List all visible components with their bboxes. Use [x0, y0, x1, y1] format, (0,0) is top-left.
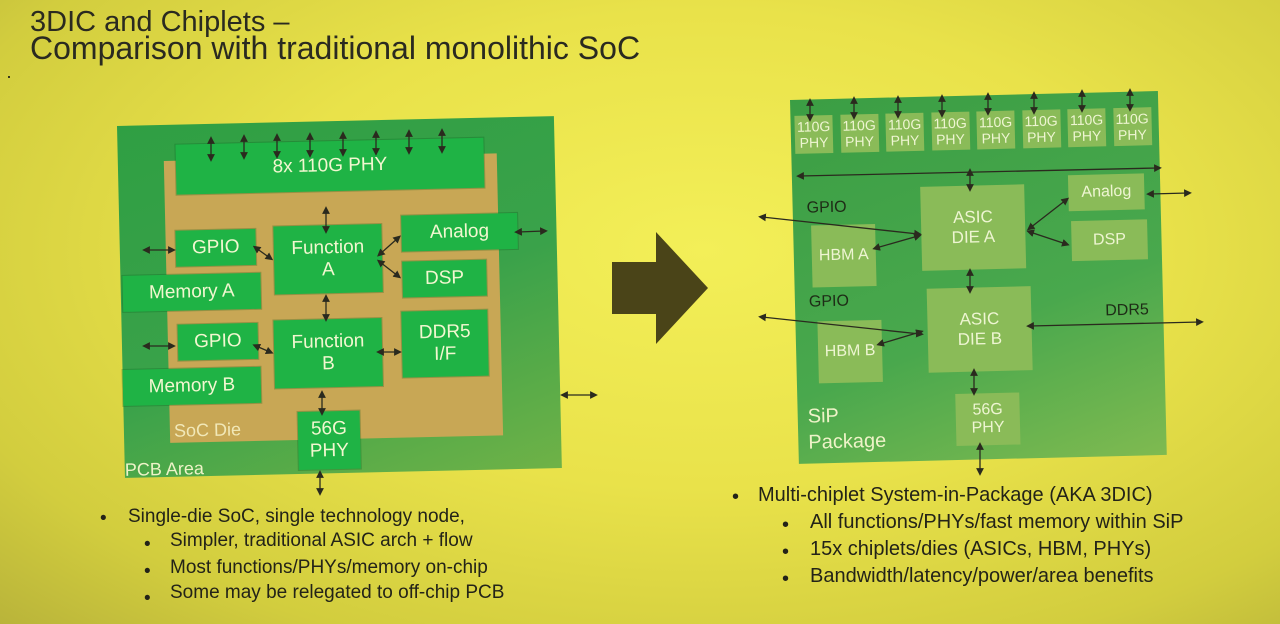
hbm-a-block: HBM A [811, 223, 877, 288]
memory-b-block: Memory B [122, 366, 262, 406]
analog-block-r: Analog [1067, 173, 1145, 212]
sub-dot-1: • [144, 534, 151, 555]
hbm-a-label: HBM A [818, 245, 869, 265]
phy-56g-label-r1: 56G [972, 400, 1003, 419]
phy-110g-label-top: 110G [1024, 112, 1058, 130]
sip-label-2: Package [808, 429, 887, 454]
phy-56g-block: 56G PHY [297, 410, 361, 470]
phy-110g-label-top: 110G [978, 113, 1013, 131]
bullet-dot: · [6, 66, 12, 86]
right-arrow-icon [612, 232, 708, 344]
function-b-label-1: Function [291, 330, 365, 354]
phy-8x110g-block: 8x 110G PHY [175, 137, 485, 195]
dsp-block: DSP [402, 259, 487, 298]
sub-dot-3: • [144, 588, 151, 609]
asic-die-b-label-2: DIE B [957, 328, 1003, 349]
analog-block: Analog [401, 212, 518, 252]
memory-a-label: Memory A [148, 280, 235, 304]
slide-title-line2: Comparison with traditional monolithic S… [30, 30, 641, 66]
right-bullet-main: Multi-chiplet System-in-Package (AKA 3DI… [758, 484, 1153, 506]
asic-die-a-label-1: ASIC [952, 207, 993, 228]
phy-110g-label-bottom: PHY [799, 134, 829, 151]
hbm-b-label: HBM B [824, 341, 876, 361]
left-bullet-sub-3: Some may be relegated to off-chip PCB [170, 582, 505, 603]
phy-110g-label-top: 110G [1069, 111, 1104, 129]
dsp-block-r: DSP [1071, 219, 1148, 262]
right-bullet-sub-2: 15x chiplets/dies (ASICs, HBM, PHYs) [810, 538, 1152, 560]
right-bullet-sub-1: All functions/PHYs/fast memory within Si… [810, 511, 1184, 533]
phy-110g-label-bottom: PHY [1072, 127, 1102, 145]
function-a-label-2: A [321, 259, 335, 281]
ddr5-if-label-1: DDR5 [418, 321, 471, 344]
phy-110g-label-top: 110G [887, 115, 922, 133]
pcb-area-label: PCB Area [124, 458, 205, 480]
phy-110g-label-bottom: PHY [1026, 128, 1057, 146]
sip-label-1: SiP [807, 404, 840, 428]
hbm-b-block: HBM B [817, 319, 883, 384]
asic-die-a-label-2: DIE A [951, 227, 996, 248]
function-b-label-2: B [321, 353, 336, 375]
pcb-area: 8x 110G PHY GPIO Memory A Function A Ana… [117, 116, 562, 480]
phy-110g-label-bottom: PHY [1117, 126, 1148, 143]
gpio-label-b: GPIO [808, 292, 850, 311]
analog-label-r: Analog [1081, 182, 1132, 201]
phy-110g-label-top: 110G [1115, 110, 1149, 127]
memory-a-block: Memory A [122, 272, 262, 312]
analog-label: Analog [429, 220, 490, 244]
slide-title-line1: 3DIC and Chiplets – [30, 6, 290, 38]
dsp-label: DSP [424, 267, 465, 290]
phy-56g-block-r: 56G PHY [955, 392, 1021, 447]
phy-56g-label-2: PHY [309, 439, 350, 462]
soc-die-label: SoC Die [173, 419, 242, 441]
function-a-label-1: Function [291, 236, 365, 260]
sub-dot-2: • [144, 561, 151, 582]
r-sub-dot-1: • [782, 514, 790, 536]
asic-die-b-label-1: ASIC [959, 309, 1000, 330]
gpio-label-a: GPIO [806, 198, 847, 217]
gpio-block-2: GPIO [177, 322, 259, 361]
gpio-label-1: GPIO [191, 236, 240, 259]
gpio-block-1: GPIO [175, 228, 257, 267]
asic-die-a-block: ASIC DIE A [920, 184, 1027, 271]
left-bullet-main: Single-die SoC, single technology node, [128, 506, 465, 527]
bullet-dot-right: • [732, 486, 740, 508]
left-bullet-sub-2: Most functions/PHYs/memory on-chip [170, 557, 488, 578]
ddr5-if-label-2: I/F [433, 343, 457, 365]
phy-110g-label-top: 110G [842, 116, 876, 134]
dsp-label-r: DSP [1092, 230, 1127, 249]
phy-56g-label-1: 56G [310, 418, 348, 440]
bullet-dot-left: • [100, 508, 107, 529]
phy-8x110g-label: 8x 110G PHY [272, 153, 388, 178]
function-b-block: Function B [273, 318, 383, 389]
phy-110g-label-bottom: PHY [935, 130, 966, 148]
phy-110g-label-top: 110G [933, 114, 967, 132]
r-sub-dot-3: • [782, 568, 790, 590]
phy-56g-label-r2: PHY [971, 418, 1005, 437]
phy-110g-label-top: 110G [796, 117, 831, 135]
left-bullet-sub-1: Simpler, traditional ASIC arch + flow [170, 530, 473, 551]
r-sub-dot-2: • [782, 541, 790, 563]
ddr5-label-r: DDR5 [1105, 301, 1150, 320]
phy-110g-label-bottom: PHY [981, 129, 1011, 147]
gpio-label-2: GPIO [193, 330, 242, 353]
function-a-block: Function A [273, 224, 383, 295]
phy-110g-label-bottom: PHY [844, 132, 875, 150]
ddr5-if-block: DDR5 I/F [401, 309, 489, 378]
asic-die-b-block: ASIC DIE B [926, 286, 1033, 373]
phy-110g-label-bottom: PHY [890, 131, 920, 149]
right-bullet-sub-3: Bandwidth/latency/power/area benefits [810, 565, 1154, 587]
memory-b-label: Memory B [148, 374, 236, 398]
